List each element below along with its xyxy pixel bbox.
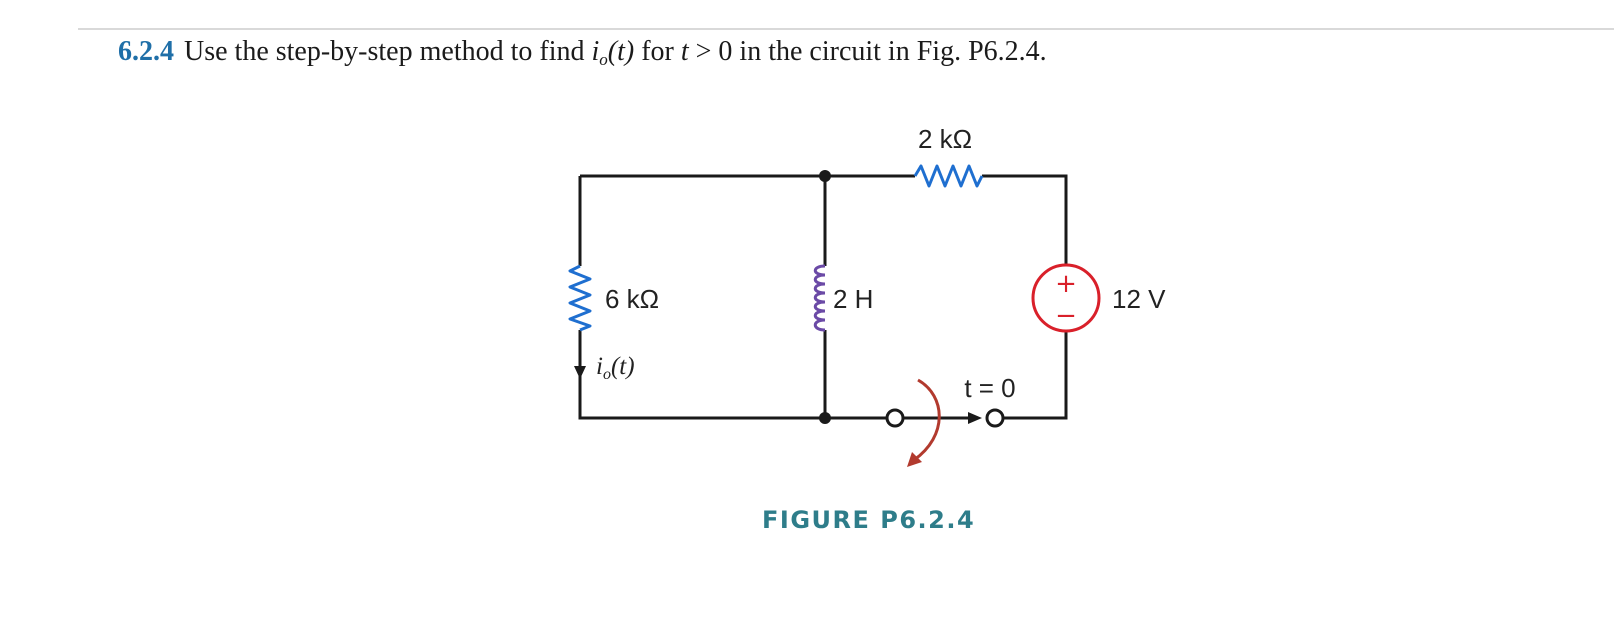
current-symbol: i (591, 36, 600, 67)
problem-text-before: Use the step-by-step method to find (184, 36, 592, 67)
problem-number: 6.2.4 (118, 36, 174, 67)
voltage-source-label: 12 V (1112, 284, 1166, 314)
voltage-source-plus: + (1055, 269, 1077, 299)
problem-text-after: > 0 in the circuit in Fig. P6.2.4. (688, 36, 1047, 67)
junction-bottom (819, 412, 831, 424)
switch-blade-arrowhead (968, 412, 982, 424)
resistor-6k-symbol (568, 264, 592, 332)
figure-caption: FIGURE P6.2.4 (762, 506, 976, 534)
time-variable: t (680, 36, 689, 67)
current-arrow-head (574, 366, 586, 379)
problem-text-middle: for (634, 36, 681, 67)
inductor-symbol (813, 264, 826, 332)
junction-top (819, 170, 831, 182)
top-right-wire (982, 174, 1068, 265)
switch-action-arc (913, 378, 941, 462)
voltage-source-minus: − (1055, 301, 1077, 331)
resistor-6k-label: 6 kΩ (605, 284, 659, 314)
voltage-source-symbol (1031, 263, 1101, 333)
switch-time-label: t = 0 (964, 373, 1015, 403)
current-label-subscript: o (603, 366, 611, 383)
current-arg: (t) (607, 36, 635, 67)
switch-action-arrowhead (907, 452, 922, 467)
switch-contact-right (985, 408, 1005, 428)
current-subscript: o (599, 50, 608, 69)
top-rule (78, 28, 1614, 30)
resistor-2k-symbol (913, 164, 984, 188)
current-label: io(t) (596, 353, 635, 383)
resistor-2k-label: 2 kΩ (918, 124, 972, 154)
problem-statement: 6.2.4 Use the step-by-step method to find… (118, 36, 1047, 70)
inductor-label: 2 H (833, 284, 873, 314)
switch-contact-left (885, 408, 905, 428)
current-label-symbol: i (596, 353, 603, 380)
right-bottom-wire (995, 332, 1068, 420)
current-label-arg: (t) (611, 353, 635, 380)
